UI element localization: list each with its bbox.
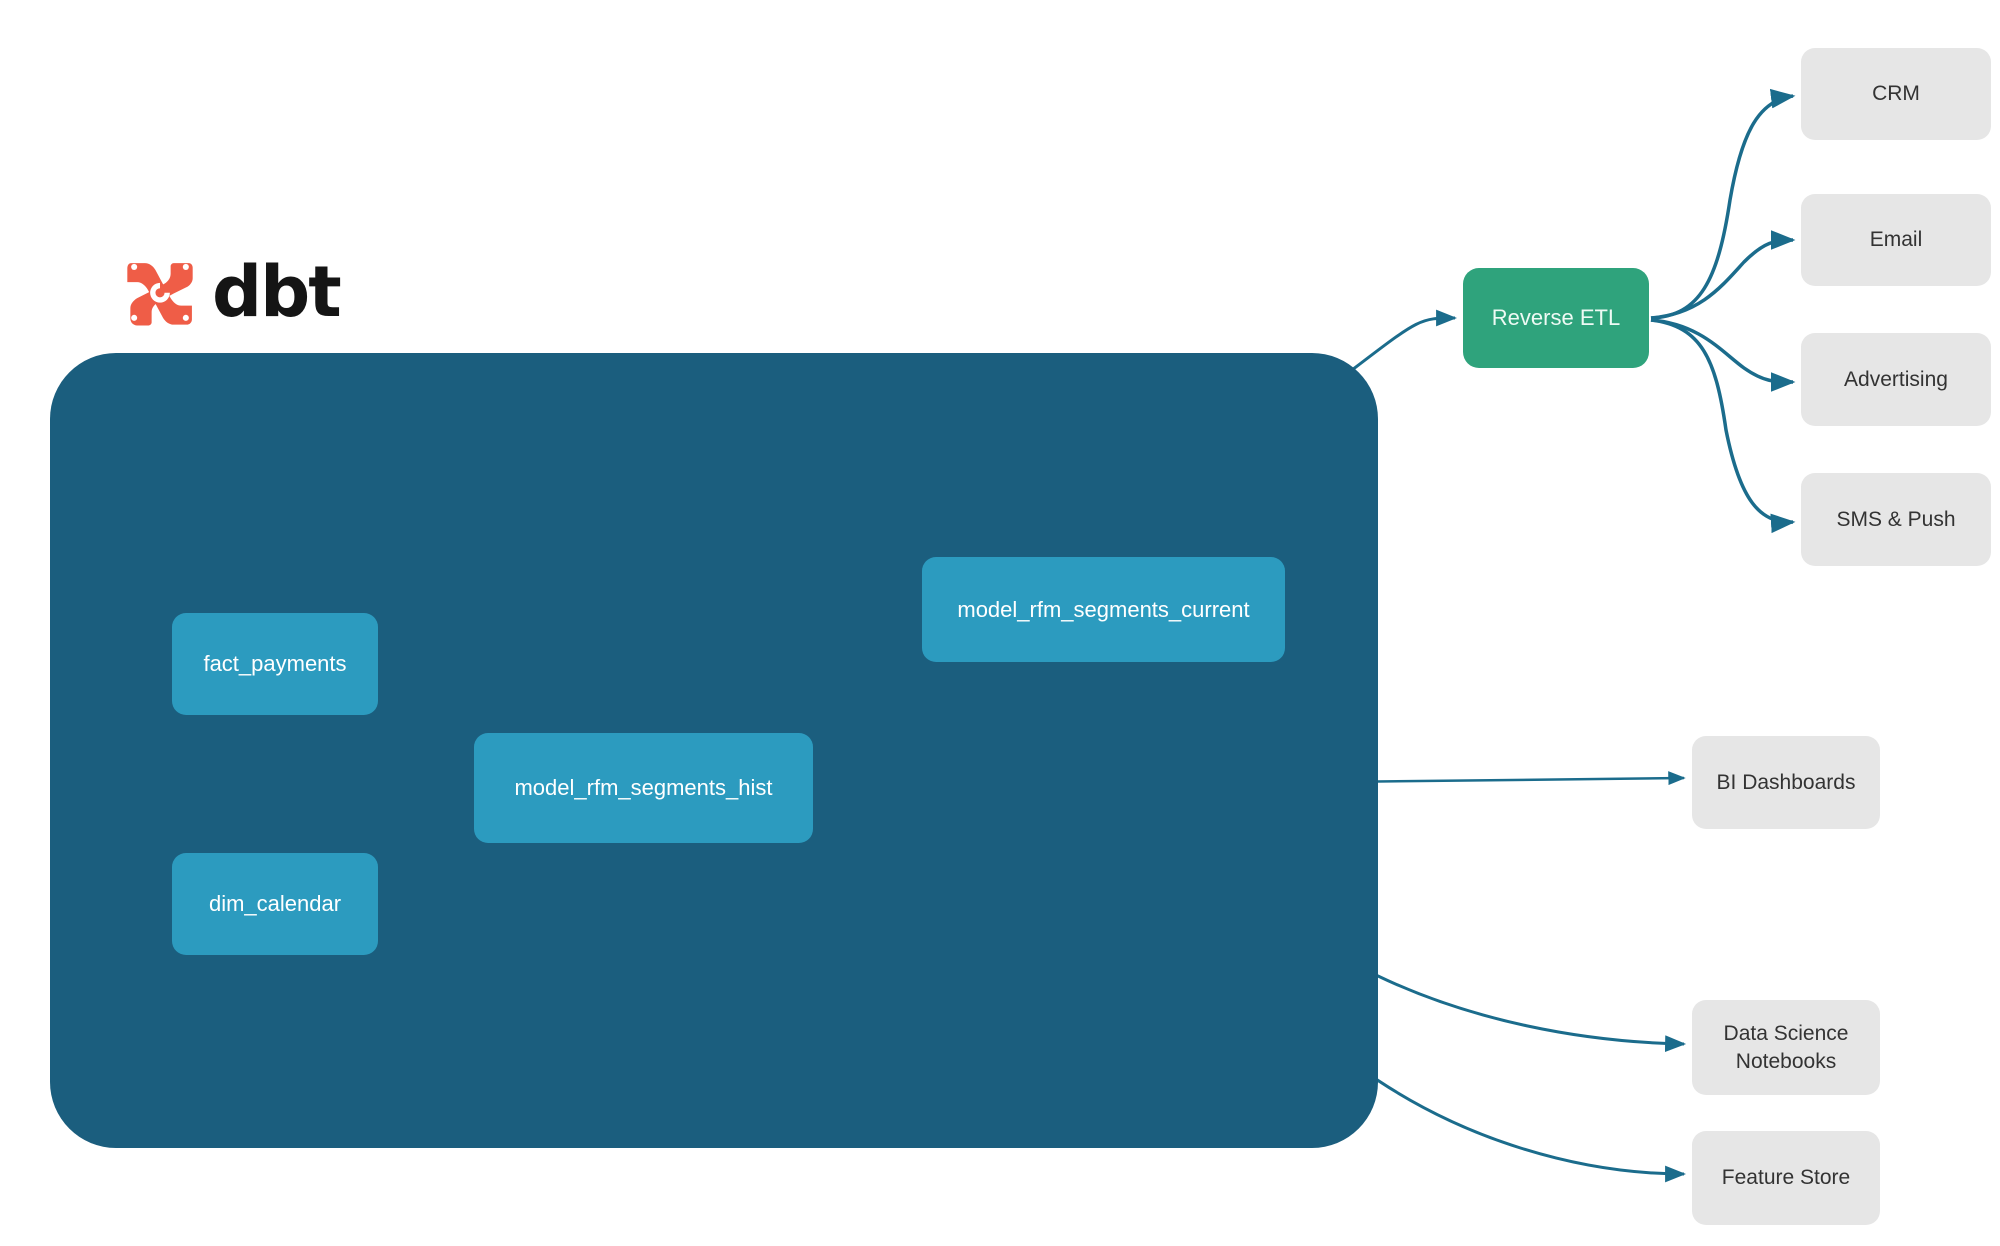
node-crm[interactable]: CRM <box>1801 48 1991 140</box>
dbt-brand: dbt <box>122 251 342 333</box>
dbt-wordmark: dbt <box>212 251 342 333</box>
node-reverse-etl[interactable]: Reverse ETL <box>1463 268 1649 368</box>
node-sms-push[interactable]: SMS & Push <box>1801 473 1991 566</box>
node-feature-store[interactable]: Feature Store <box>1692 1131 1880 1225</box>
node-model-rfm-segments-hist[interactable]: model_rfm_segments_hist <box>474 733 813 843</box>
node-model-rfm-segments-current[interactable]: model_rfm_segments_current <box>922 557 1285 662</box>
node-sms-push-label: SMS & Push <box>1836 507 1956 531</box>
node-data-science-notebooks[interactable]: Data Science Notebooks <box>1692 1000 1880 1095</box>
node-crm-label: CRM <box>1872 82 1920 106</box>
node-advertising-label: Advertising <box>1844 367 1948 391</box>
node-dim-calendar[interactable]: dim_calendar <box>172 853 378 955</box>
node-fact-payments-label: fact_payments <box>203 651 347 676</box>
node-data-science-notebooks-label-line1: Data Science <box>1723 1022 1849 1046</box>
node-fact-payments[interactable]: fact_payments <box>172 613 378 715</box>
edge-reverse-etl-to-crm <box>1650 88 1796 320</box>
node-feature-store-label: Feature Store <box>1721 1166 1851 1190</box>
node-email-label: Email <box>1869 228 1923 252</box>
edge-reverse-etl-to-email <box>1650 230 1796 320</box>
node-model-rfm-segments-current-label: model_rfm_segments_current <box>957 596 1250 622</box>
dbt-logo-icon <box>127 263 193 326</box>
node-data-science-notebooks-label-line2: Notebooks <box>1735 1049 1837 1073</box>
node-bi-dashboards[interactable]: BI Dashboards <box>1692 736 1880 829</box>
edge-reverse-etl-to-advertising <box>1650 318 1796 392</box>
node-email[interactable]: Email <box>1801 194 1991 286</box>
node-dim-calendar-label: dim_calendar <box>208 891 342 916</box>
node-model-rfm-segments-hist-label: model_rfm_segments_hist <box>514 775 773 800</box>
node-data-science-notebooks-label: Data Science Notebooks <box>1724 1020 1849 1075</box>
node-bi-dashboards-label: BI Dashboards <box>1716 770 1856 794</box>
edge-reverse-etl-to-sms-push <box>1650 318 1796 534</box>
node-reverse-etl-label: Reverse ETL <box>1491 305 1621 330</box>
node-advertising[interactable]: Advertising <box>1801 333 1991 426</box>
